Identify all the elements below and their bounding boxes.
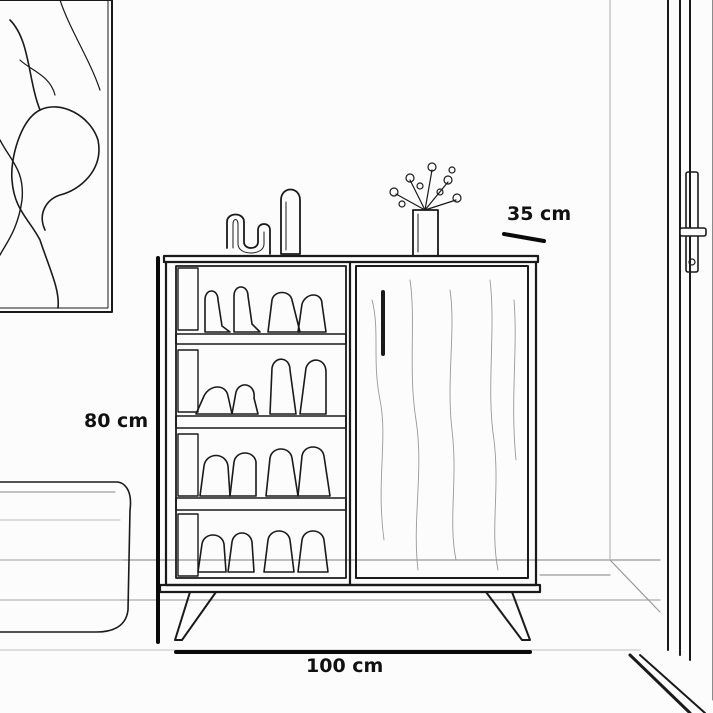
wall-art-frame [0,0,113,313]
shoes-shelf-4 [197,530,329,573]
dimension-lines [156,232,546,654]
depth-dimension-line [502,232,546,243]
width-dimension-label: 100 cm [306,655,384,677]
shoes-shelf-3 [199,446,331,497]
shoes-shelf-2 [195,358,327,415]
door [628,0,713,713]
shoes-shelf-1 [204,286,327,333]
height-dimension-label: 80 cm [84,410,149,432]
depth-dimension-label: 35 cm [507,203,572,225]
ottoman [0,481,132,633]
decor-objects [226,162,462,257]
shoe-cabinet [158,254,542,641]
room-background [0,0,661,651]
